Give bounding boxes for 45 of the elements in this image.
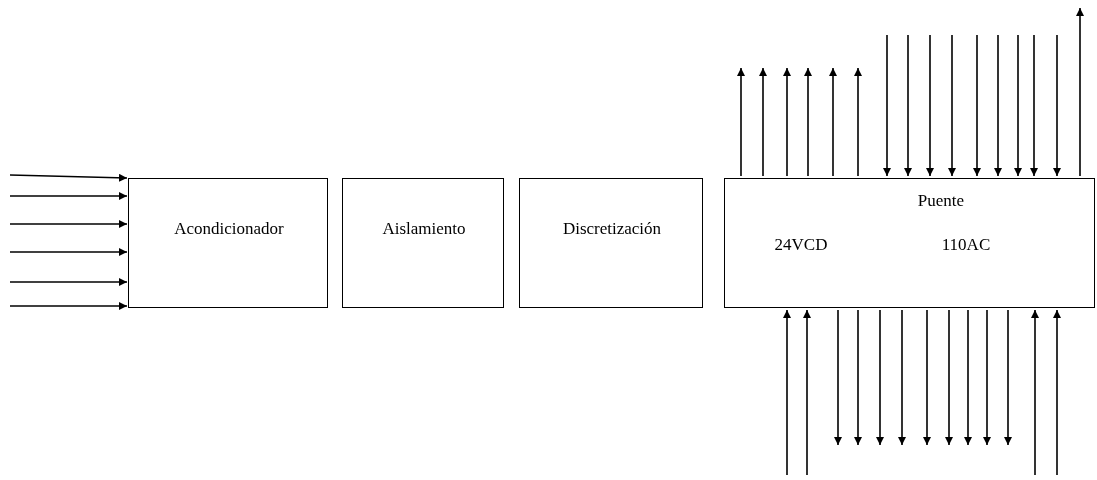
arrow (923, 309, 931, 446)
process-box (519, 178, 703, 308)
arrow (9, 173, 128, 182)
arrow (973, 34, 981, 177)
arrow (945, 309, 953, 446)
box-title: Acondicionador (174, 219, 284, 239)
arrow (834, 309, 842, 446)
arrow (9, 192, 128, 200)
arrow (854, 309, 862, 446)
box-title: Aislamiento (382, 219, 466, 239)
box-text: 24VCD (774, 235, 828, 255)
box-title: Discretización (562, 219, 662, 239)
arrow (994, 34, 1002, 177)
arrow (759, 67, 767, 177)
arrow (926, 34, 934, 177)
arrow (948, 34, 956, 177)
arrow (876, 309, 884, 446)
arrow (9, 248, 128, 256)
arrow (804, 67, 812, 177)
box-title: Puente (917, 191, 965, 211)
arrow (803, 309, 811, 476)
arrow (904, 34, 912, 177)
arrow (1004, 309, 1012, 446)
arrow (1031, 309, 1039, 476)
arrow (1053, 34, 1061, 177)
arrow (898, 309, 906, 446)
process-box (724, 178, 1095, 308)
arrow (883, 34, 891, 177)
arrow (1030, 34, 1038, 177)
arrow (1076, 7, 1084, 177)
process-box (342, 178, 504, 308)
arrow (9, 302, 128, 310)
arrow (737, 67, 745, 177)
arrow (829, 67, 837, 177)
arrow (1014, 34, 1022, 177)
arrow (964, 309, 972, 446)
arrow (9, 278, 128, 286)
arrow (783, 67, 791, 177)
arrow (854, 67, 862, 177)
arrow (983, 309, 991, 446)
box-text: 110AC (941, 235, 991, 255)
arrow (783, 309, 791, 476)
arrow (1053, 309, 1061, 476)
arrow (9, 220, 128, 228)
process-box (128, 178, 328, 308)
